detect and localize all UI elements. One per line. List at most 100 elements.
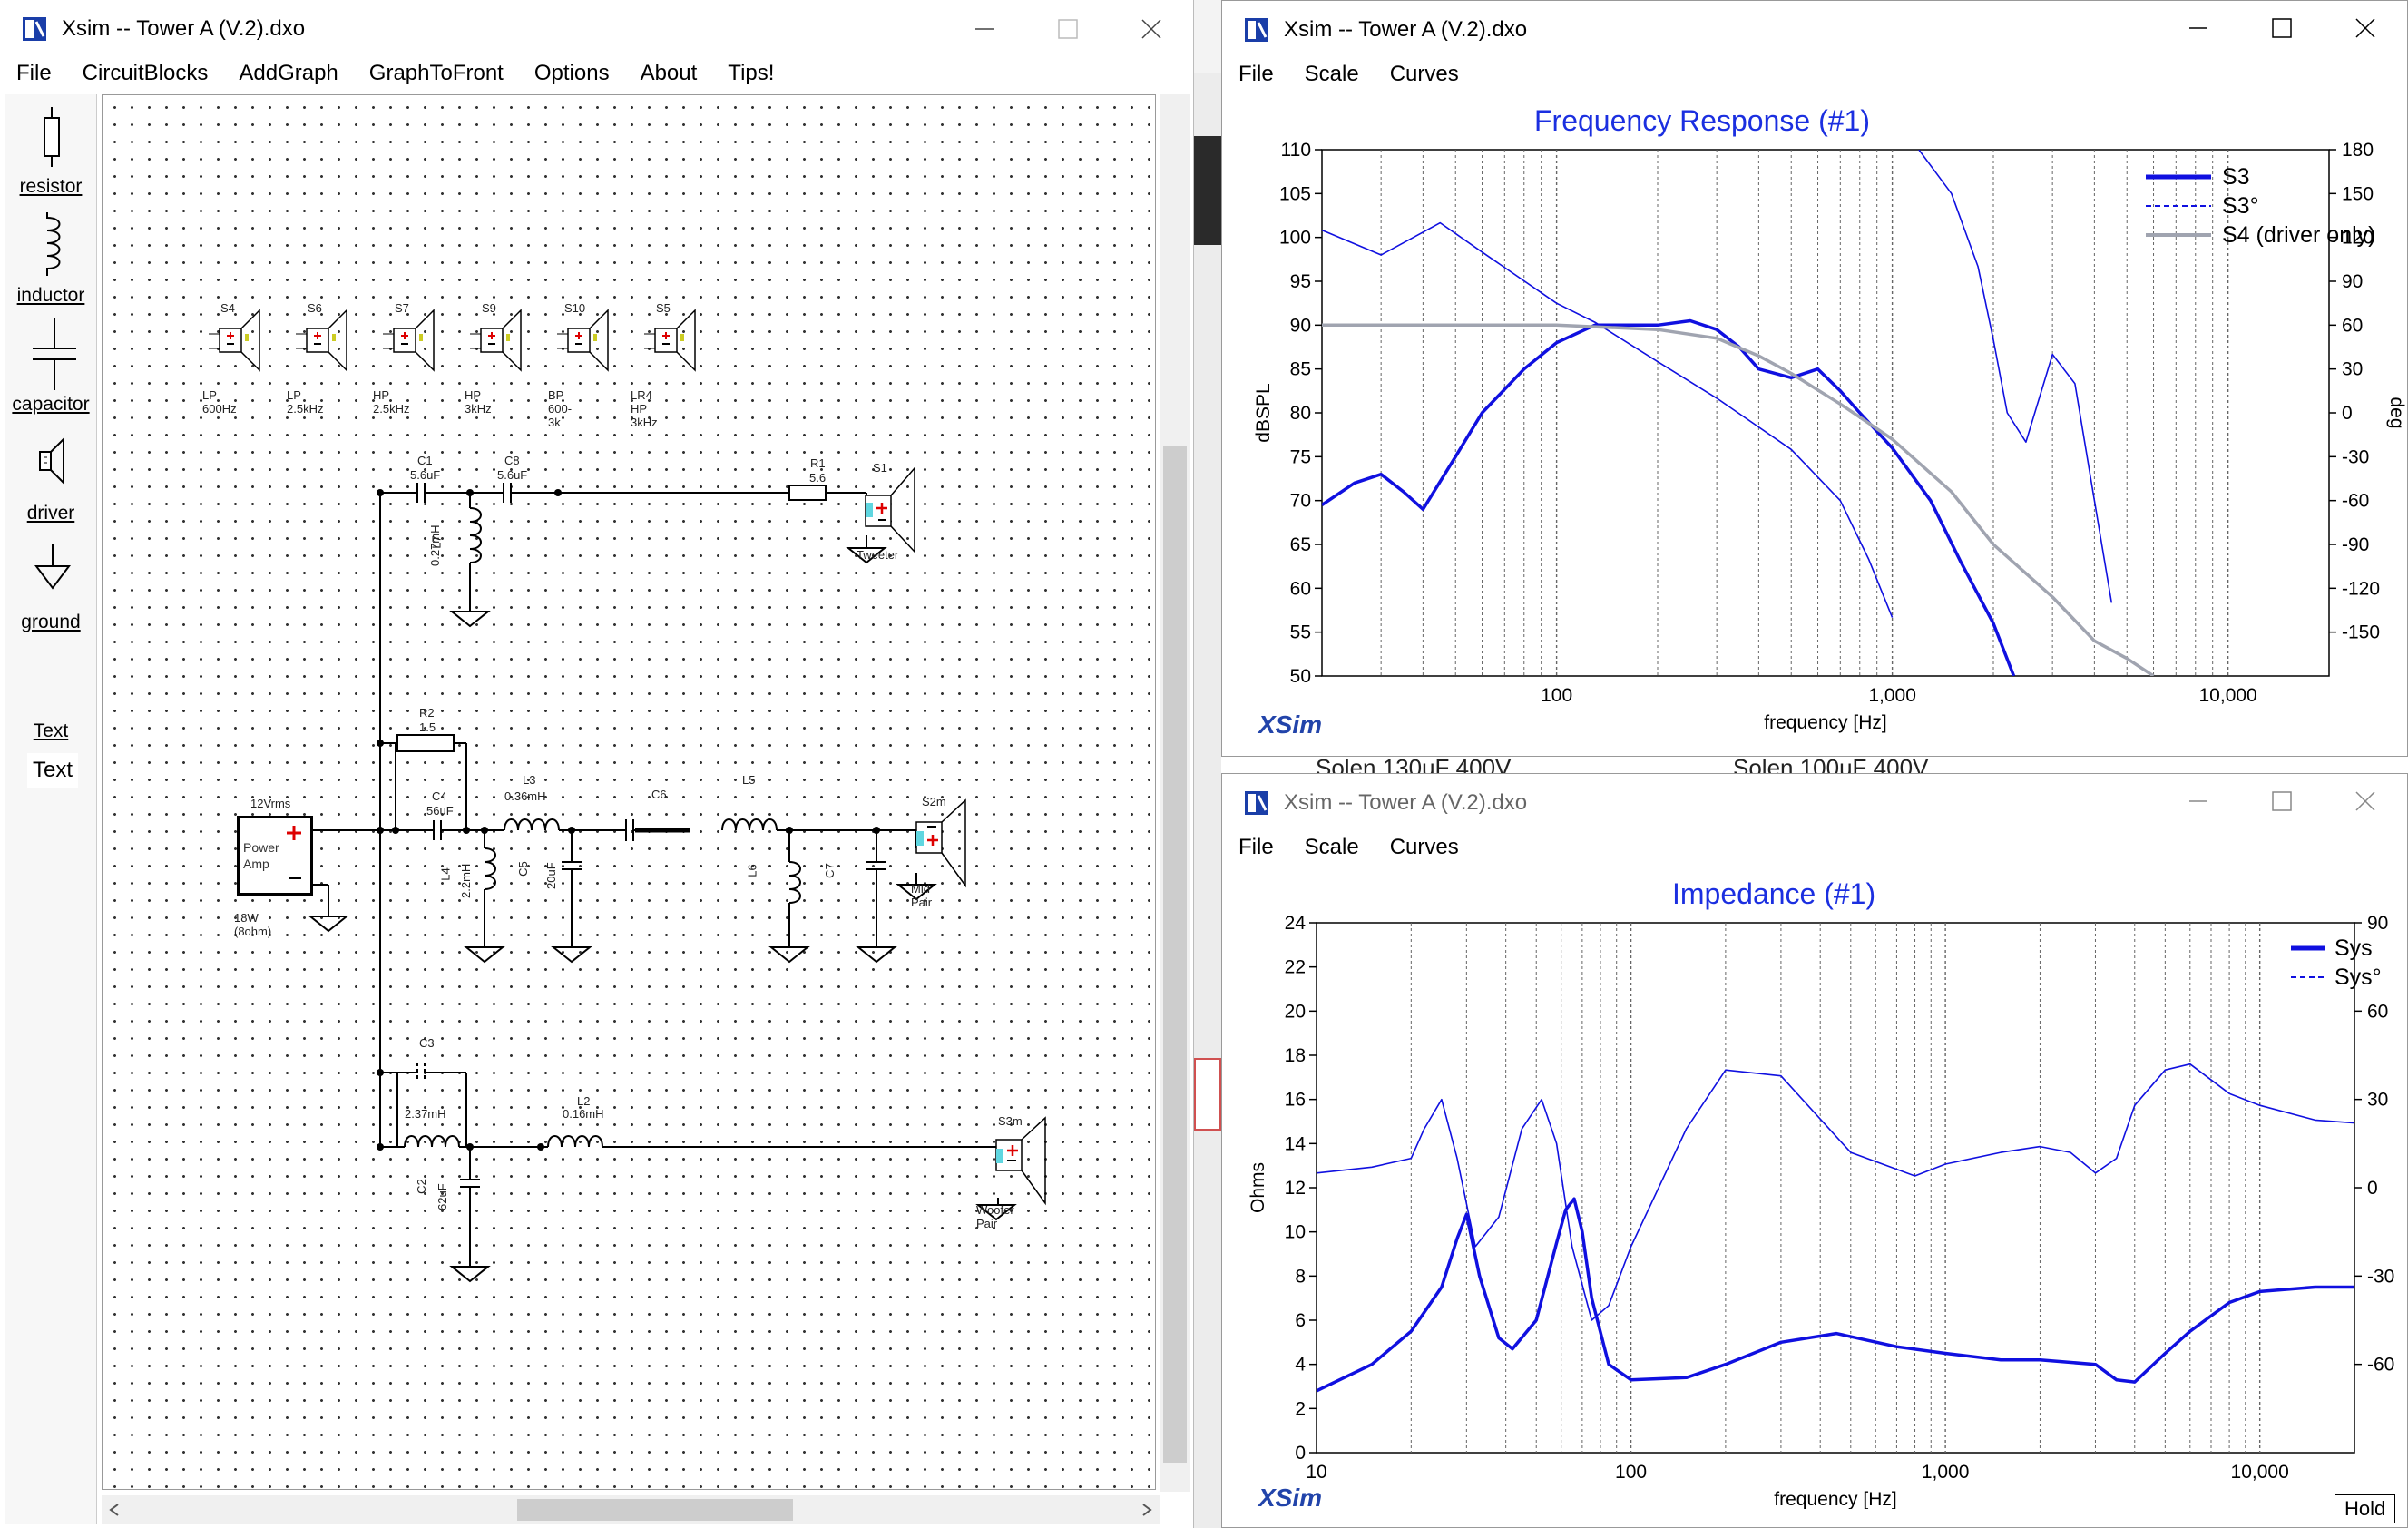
series-line-main-2 (1322, 323, 2155, 676)
menu-graphtofront[interactable]: GraphToFront (368, 61, 504, 85)
imp-legend: Sys Sys° (2289, 934, 2382, 992)
maximize-button[interactable] (1026, 0, 1110, 58)
menu-curves[interactable]: Curves (1389, 835, 1459, 859)
y2-tick-label: 30 (2342, 359, 2363, 380)
x-tick-label: 1,000 (1868, 685, 1916, 706)
speaker-s7[interactable] (376, 307, 448, 394)
label-c3: C3 (419, 1036, 435, 1050)
y-tick-label: 0 (1295, 1443, 1306, 1464)
label-r1: R1 (810, 456, 826, 470)
close-button[interactable] (2324, 1, 2407, 59)
speaker-s10[interactable] (550, 307, 622, 394)
y-tick-label: 55 (1290, 622, 1311, 643)
freq-legend: S3 S3° S4 (driver only) (2144, 162, 2376, 250)
menu-circuitblocks[interactable]: CircuitBlocks (82, 61, 209, 85)
amp-label-line1: Power (243, 840, 279, 855)
x-tick-label: 100 (1615, 1462, 1647, 1483)
schematic-canvas[interactable] (102, 94, 1156, 1490)
power-amp-symbol[interactable] (238, 817, 312, 895)
label-amp-voltage: 12Vrms (250, 797, 291, 810)
menu-scale[interactable]: Scale (1304, 62, 1359, 86)
amp-label-line2: Amp (243, 857, 269, 871)
menu-addgraph[interactable]: AddGraph (239, 61, 338, 85)
legend-swatch-dashed (2146, 205, 2211, 207)
imp-window-title: Xsim -- Tower A (V.2).dxo (1284, 790, 1528, 815)
label-c5-value: 20uF (544, 862, 558, 889)
minimize-button[interactable] (2157, 1, 2240, 59)
menu-scale[interactable]: Scale (1304, 835, 1359, 859)
label-s1-sub: Tweeter (857, 548, 899, 562)
label-s5-cap: LR4 HP 3kHz (631, 388, 658, 429)
speaker-s9[interactable] (463, 307, 535, 394)
y-tick-label: 90 (1290, 315, 1311, 336)
menu-file[interactable]: File (1238, 62, 1274, 86)
imp-titlebar[interactable]: Xsim -- Tower A (V.2).dxo (1222, 774, 2407, 832)
vertical-scrollbar[interactable] (1160, 94, 1190, 1492)
legend-item-s3-phase: S3° (2144, 191, 2376, 220)
legend-item-s4: S4 (driver only) (2144, 220, 2376, 250)
scroll-right-icon[interactable] (1132, 1495, 1160, 1524)
speaker-s4[interactable] (201, 307, 274, 394)
menu-tips[interactable]: Tips! (728, 61, 775, 85)
schematic-titlebar[interactable]: Xsim -- Tower A (V.2).dxo (0, 0, 1193, 58)
label-s2m: S2m (922, 795, 946, 808)
speaker-s3m[interactable] (987, 1116, 1060, 1207)
close-button[interactable] (2324, 774, 2407, 832)
menu-file[interactable]: File (1238, 835, 1274, 859)
label-c1: C1 (417, 454, 433, 467)
label-c2-value: 62uF (436, 1183, 449, 1210)
maximize-button[interactable] (2240, 1, 2324, 59)
palette-resistor[interactable]: resistor (19, 176, 83, 197)
label-c4: C4 (432, 789, 447, 803)
menu-file[interactable]: File (16, 61, 52, 85)
hold-button[interactable]: Hold (2335, 1494, 2396, 1523)
freq-titlebar[interactable]: Xsim -- Tower A (V.2).dxo (1222, 1, 2407, 59)
legend-swatch-solid (2291, 945, 2325, 951)
palette-driver[interactable]: driver (26, 503, 75, 524)
speaker-s2m[interactable] (907, 798, 980, 889)
minimize-button[interactable] (943, 0, 1026, 58)
vertical-scrollbar-thumb[interactable] (1163, 446, 1187, 1463)
speaker-s5[interactable] (637, 307, 710, 394)
speaker-s6[interactable] (289, 307, 361, 394)
text-tool-icon[interactable]: Text (27, 753, 78, 788)
background-app-strip (1194, 73, 1221, 1528)
palette-capacitor[interactable]: capacitor (12, 394, 90, 415)
label-s2m-sub: Mid Pair (911, 882, 933, 909)
minimize-button[interactable] (2157, 774, 2240, 832)
driver-icon[interactable] (36, 436, 69, 486)
x-tick-label: 1,000 (1922, 1462, 1970, 1483)
y-tick-label: 12 (1285, 1178, 1306, 1199)
maximize-button[interactable] (2240, 774, 2324, 832)
y-axis-title: dBSPL (1253, 383, 1274, 442)
palette-inductor[interactable]: inductor (16, 285, 85, 306)
horizontal-scrollbar[interactable] (102, 1495, 1160, 1524)
resistor-icon[interactable] (38, 107, 65, 167)
freq-response-chart[interactable]: 50556065707580859095100105110-150-120-90… (1222, 137, 2407, 736)
capacitor-icon[interactable] (31, 318, 78, 390)
scroll-left-icon[interactable] (102, 1495, 129, 1524)
label-r1-value: 5.6 (809, 471, 827, 485)
close-button[interactable] (1110, 0, 1193, 58)
menu-curves[interactable]: Curves (1389, 62, 1459, 86)
label-s3m: S3m (998, 1114, 1023, 1128)
schematic-drawing (237, 483, 1017, 1283)
menu-about[interactable]: About (640, 61, 698, 85)
freq-response-window: Xsim -- Tower A (V.2).dxo File Scale Cur… (1221, 0, 2408, 757)
inductor-icon[interactable] (40, 211, 71, 278)
speaker-s1[interactable] (857, 463, 929, 553)
menu-options[interactable]: Options (533, 61, 610, 85)
x-tick-label: 10 (1306, 1462, 1326, 1483)
y-tick-label: 110 (1281, 140, 1311, 161)
label-s4-cap: LP 600Hz (202, 388, 237, 416)
y-tick-label: 75 (1290, 446, 1311, 467)
palette-text[interactable]: Text (33, 720, 69, 741)
horizontal-scrollbar-thumb[interactable] (517, 1499, 793, 1521)
label-r2: R2 (419, 706, 435, 720)
ground-icon[interactable] (34, 544, 71, 595)
label-amp-power: 18W (8ohm) (234, 911, 272, 938)
background-accent (1194, 136, 1221, 245)
palette-ground[interactable]: ground (21, 612, 81, 632)
label-l4: L4 (438, 867, 453, 881)
